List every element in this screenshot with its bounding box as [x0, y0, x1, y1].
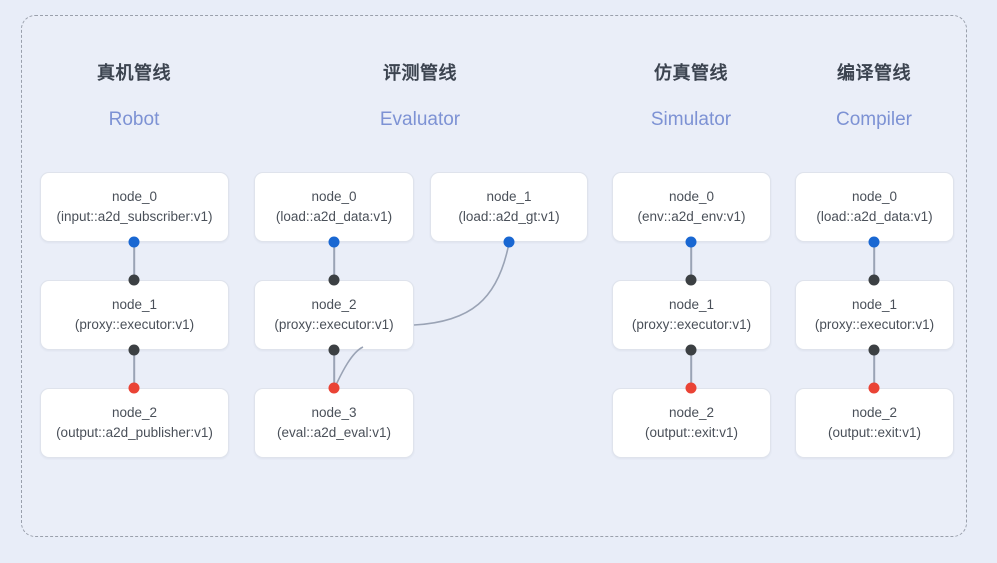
node-id-label: node_0 — [311, 189, 357, 205]
input-port-dot[interactable] — [128, 344, 140, 356]
node-id-label: node_0 — [668, 189, 715, 205]
edge-straight — [333, 350, 335, 388]
node-type-label: (output::a2d_publisher:v1) — [56, 425, 213, 440]
output-port-dot[interactable] — [328, 236, 340, 248]
edge-straight — [873, 350, 875, 388]
output-port-dot[interactable] — [868, 236, 880, 248]
edge-straight — [333, 242, 335, 280]
edge-straight — [133, 242, 135, 280]
node-type-label: (output::exit:v1) — [644, 425, 739, 440]
node-box[interactable]: node_1(proxy::executor:v1) — [612, 280, 771, 350]
node-type-label: (proxy::executor:v1) — [74, 317, 195, 332]
node-box[interactable]: node_2(output::exit:v1) — [612, 388, 771, 458]
node-type-label: (load::a2d_data:v1) — [816, 209, 933, 224]
edge-straight — [690, 350, 692, 388]
output-port-dot[interactable] — [503, 236, 515, 248]
node-id-label: node_2 — [111, 405, 158, 421]
node-box[interactable]: node_1(load::a2d_gt:v1) — [430, 172, 588, 242]
node-box[interactable]: node_1(proxy::executor:v1) — [795, 280, 954, 350]
node-id-label: node_1 — [486, 189, 532, 205]
node-id-label: node_0 — [111, 189, 158, 205]
node-type-label: (env::a2d_env:v1) — [637, 209, 746, 224]
final-port-dot[interactable] — [328, 382, 340, 394]
node-box[interactable]: node_0(load::a2d_data:v1) — [254, 172, 414, 242]
input-port-dot[interactable] — [685, 274, 697, 286]
node-id-label: node_3 — [311, 405, 357, 421]
node-id-label: node_0 — [851, 189, 898, 205]
node-type-label: (load::a2d_data:v1) — [275, 209, 393, 224]
node-box[interactable]: node_2(output::exit:v1) — [795, 388, 954, 458]
node-id-label: node_2 — [668, 405, 715, 421]
output-port-dot[interactable] — [128, 236, 140, 248]
node-box[interactable]: node_2(output::a2d_publisher:v1) — [40, 388, 229, 458]
input-port-dot[interactable] — [868, 274, 880, 286]
input-port-dot[interactable] — [868, 344, 880, 356]
edge-straight — [690, 242, 692, 280]
diagram-frame — [21, 15, 967, 537]
node-type-label: (input::a2d_subscriber:v1) — [56, 209, 213, 224]
node-type-label: (proxy::executor:v1) — [631, 317, 752, 332]
node-id-label: node_2 — [851, 405, 898, 421]
node-type-label: (proxy::executor:v1) — [814, 317, 935, 332]
node-id-label: node_1 — [668, 297, 715, 313]
node-box[interactable]: node_0(input::a2d_subscriber:v1) — [40, 172, 229, 242]
final-port-dot[interactable] — [128, 382, 140, 394]
input-port-dot[interactable] — [328, 344, 340, 356]
output-port-dot[interactable] — [685, 236, 697, 248]
edge-straight — [133, 350, 135, 388]
node-id-label: node_1 — [111, 297, 158, 313]
node-box[interactable]: node_3(eval::a2d_eval:v1) — [254, 388, 414, 458]
node-box[interactable]: node_1(proxy::executor:v1) — [40, 280, 229, 350]
node-id-label: node_2 — [311, 297, 357, 313]
edge-straight — [873, 242, 875, 280]
input-port-dot[interactable] — [128, 274, 140, 286]
node-box[interactable]: node_0(env::a2d_env:v1) — [612, 172, 771, 242]
node-id-label: node_1 — [851, 297, 898, 313]
final-port-dot[interactable] — [685, 382, 697, 394]
node-type-label: (proxy::executor:v1) — [274, 317, 394, 332]
node-box[interactable]: node_2(proxy::executor:v1) — [254, 280, 414, 350]
node-box[interactable]: node_0(load::a2d_data:v1) — [795, 172, 954, 242]
input-port-dot[interactable] — [328, 274, 340, 286]
final-port-dot[interactable] — [868, 382, 880, 394]
node-type-label: (eval::a2d_eval:v1) — [276, 425, 392, 440]
node-type-label: (output::exit:v1) — [827, 425, 922, 440]
input-port-dot[interactable] — [685, 344, 697, 356]
node-type-label: (load::a2d_gt:v1) — [458, 209, 560, 224]
